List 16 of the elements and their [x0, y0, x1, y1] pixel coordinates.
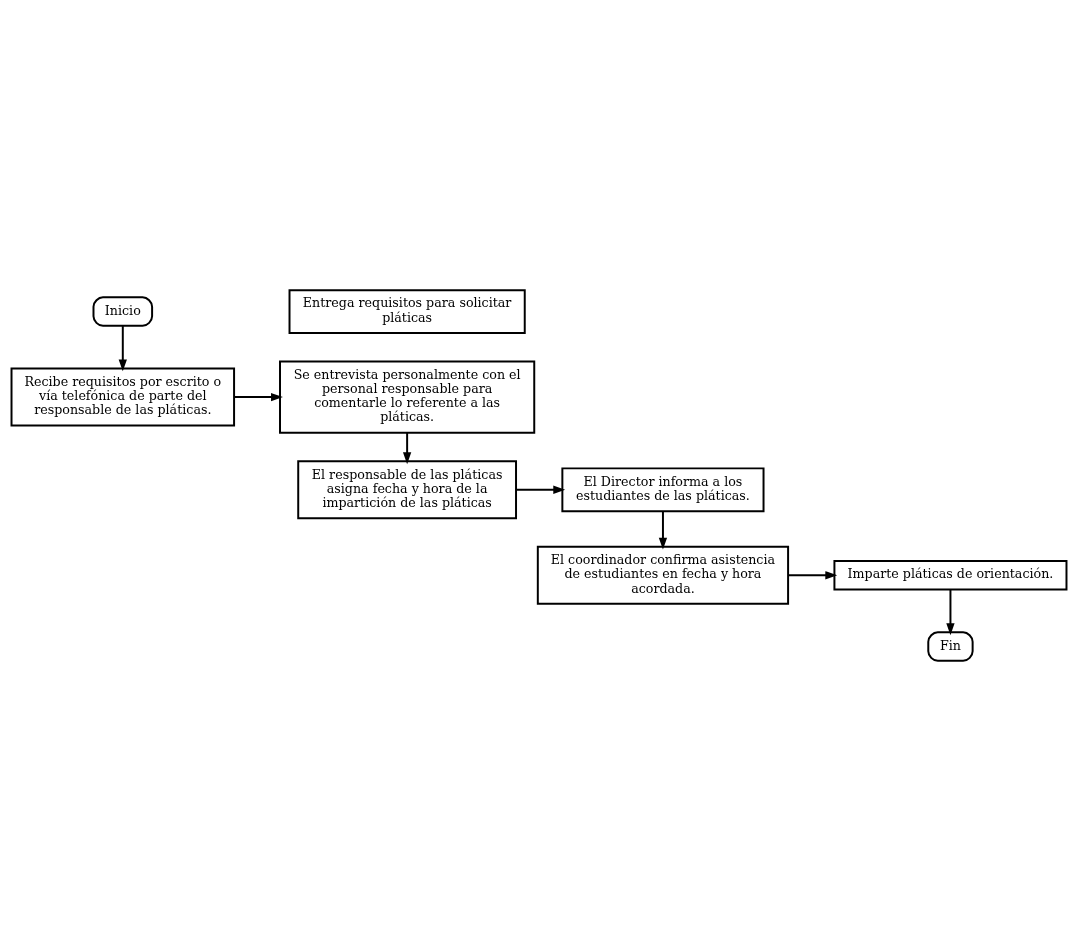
node-box: El responsable de las pláticas asigna fecha y hora de la impartición de las pláticas: [297, 460, 517, 520]
arrow: [515, 485, 566, 494]
node-box: Entrega requisitos para solicitar pláticas: [288, 289, 526, 334]
node-box: Recibe requisitos por escrito o vía telefónica de parte del responsable de las pláticas.: [10, 367, 236, 427]
arrow: [946, 588, 955, 636]
arrow: [658, 510, 668, 550]
node-box: Inicio: [92, 296, 154, 327]
node-box: El Director informa a los estudiantes de las pláticas.: [561, 467, 765, 513]
node-box: El coordinador confirma asistencia de estudiantes en fecha y hora acordada.: [536, 545, 790, 605]
arrow: [118, 325, 127, 372]
node-box: Imparte pláticas de orientación.: [833, 560, 1068, 591]
arrow: [402, 431, 412, 465]
node-box: Se entrevista personalmente con el personal responsable para comentarle lo referente a las pláticas.: [279, 360, 536, 434]
node-box: Fin: [927, 631, 974, 662]
arrow: [787, 571, 838, 580]
arrow: [233, 392, 283, 402]
